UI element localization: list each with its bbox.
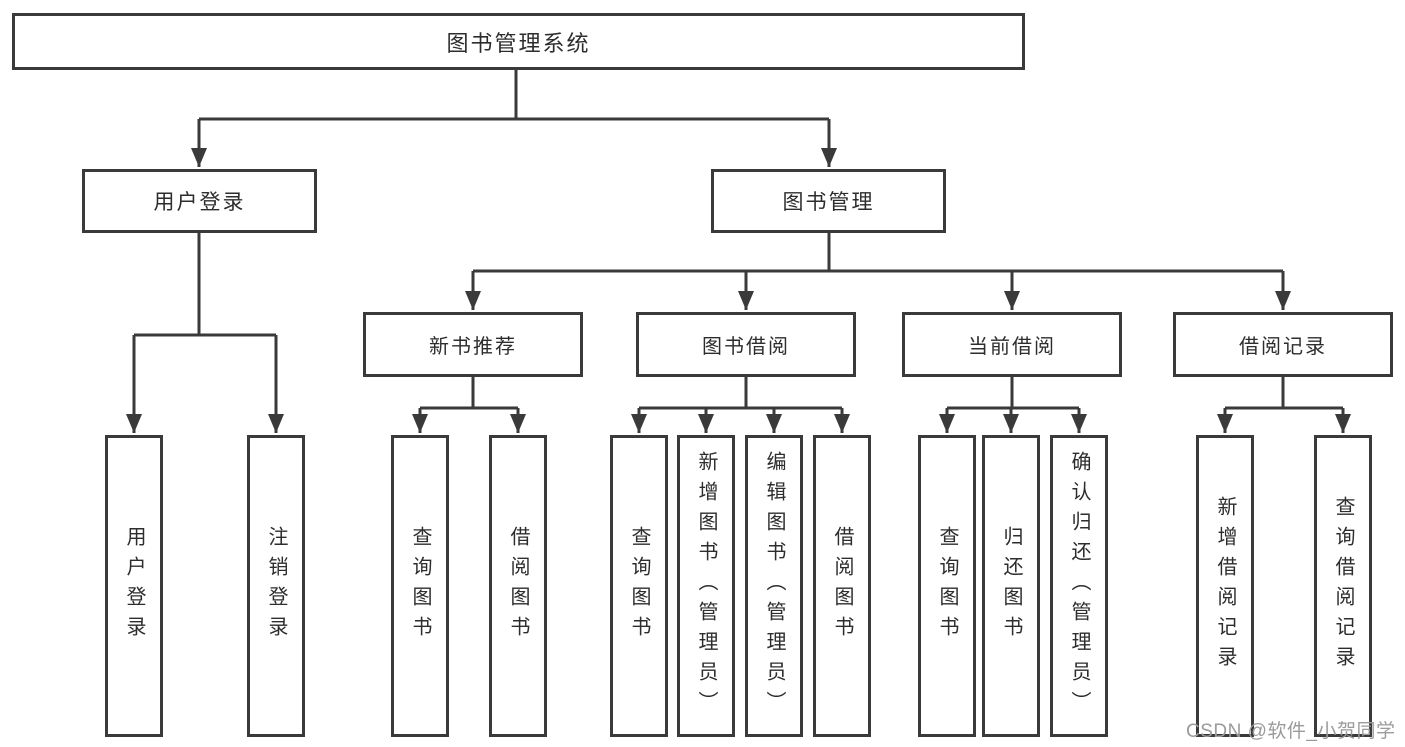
leaf-edit-book-admin: 编辑图书（管理员）	[745, 435, 803, 737]
node-current-borrow: 当前借阅	[902, 312, 1122, 377]
leaf-query-books-recommend-label: 查询图书	[409, 526, 431, 646]
leaf-borrow-books-recommend-label: 借阅图书	[507, 526, 529, 646]
leaf-user-login: 用户登录	[105, 435, 163, 737]
leaf-borrow-books: 借阅图书	[813, 435, 871, 737]
leaf-query-books-borrow: 查询图书	[610, 435, 668, 737]
leaf-user-login-label: 用户登录	[123, 526, 145, 646]
node-book-borrow: 图书借阅	[636, 312, 856, 377]
node-current-borrow-label: 当前借阅	[968, 336, 1056, 358]
node-user-login: 用户登录	[82, 169, 317, 233]
leaf-logout-label: 注销登录	[265, 526, 287, 646]
node-book-borrow-label: 图书借阅	[702, 336, 790, 358]
leaf-add-book-admin-label: 新增图书（管理员）	[695, 451, 717, 721]
node-book-management-label: 图书管理	[782, 191, 875, 214]
node-borrow-records-label: 借阅记录	[1239, 336, 1327, 358]
leaf-query-books-current-label: 查询图书	[936, 526, 958, 646]
node-new-book-recommend-label: 新书推荐	[429, 336, 517, 358]
leaf-logout: 注销登录	[247, 435, 305, 737]
connector-lines	[126, 70, 1351, 433]
leaf-add-borrow-record: 新增借阅记录	[1196, 435, 1254, 737]
leaf-add-borrow-record-label: 新增借阅记录	[1214, 496, 1236, 676]
leaf-borrow-books-recommend: 借阅图书	[489, 435, 547, 737]
node-system-root: 图书管理系统	[12, 13, 1025, 70]
leaf-query-books-current: 查询图书	[918, 435, 976, 737]
leaf-borrow-books-label: 借阅图书	[831, 526, 853, 646]
node-new-book-recommend: 新书推荐	[363, 312, 583, 377]
node-system-root-label: 图书管理系统	[446, 30, 591, 56]
leaf-return-book: 归还图书	[982, 435, 1040, 737]
node-user-login-label: 用户登录	[153, 191, 246, 214]
leaf-edit-book-admin-label: 编辑图书（管理员）	[763, 451, 785, 721]
leaf-confirm-return-admin-label: 确认归还（管理员）	[1068, 451, 1090, 721]
leaf-query-books-borrow-label: 查询图书	[628, 526, 650, 646]
leaf-confirm-return-admin: 确认归还（管理员）	[1050, 435, 1108, 737]
leaf-add-book-admin: 新增图书（管理员）	[677, 435, 735, 737]
leaf-query-borrow-record-label: 查询借阅记录	[1332, 496, 1354, 676]
leaf-return-book-label: 归还图书	[1000, 526, 1022, 646]
leaf-query-books-recommend: 查询图书	[391, 435, 449, 737]
node-book-management: 图书管理	[711, 169, 946, 233]
leaf-query-borrow-record: 查询借阅记录	[1314, 435, 1372, 737]
node-borrow-records: 借阅记录	[1173, 312, 1393, 377]
csdn-watermark: CSDN @软件_小贺同学	[1186, 721, 1396, 742]
